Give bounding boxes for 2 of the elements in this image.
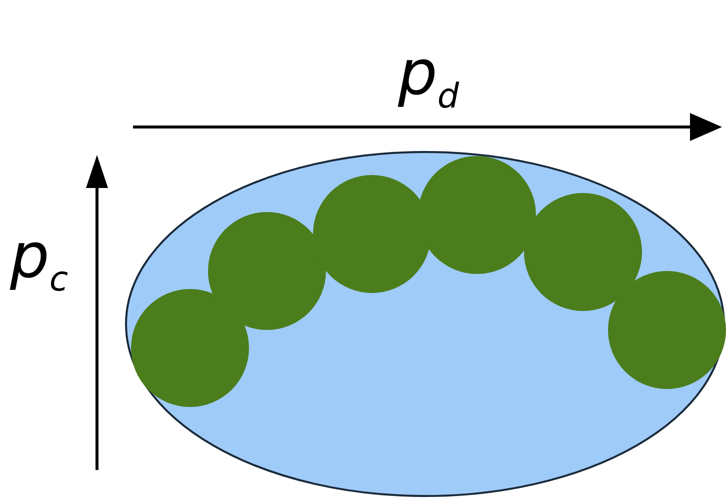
axis-label: p$_{c}$	[10, 225, 68, 296]
axis-label: p$_{d}$	[398, 42, 459, 114]
